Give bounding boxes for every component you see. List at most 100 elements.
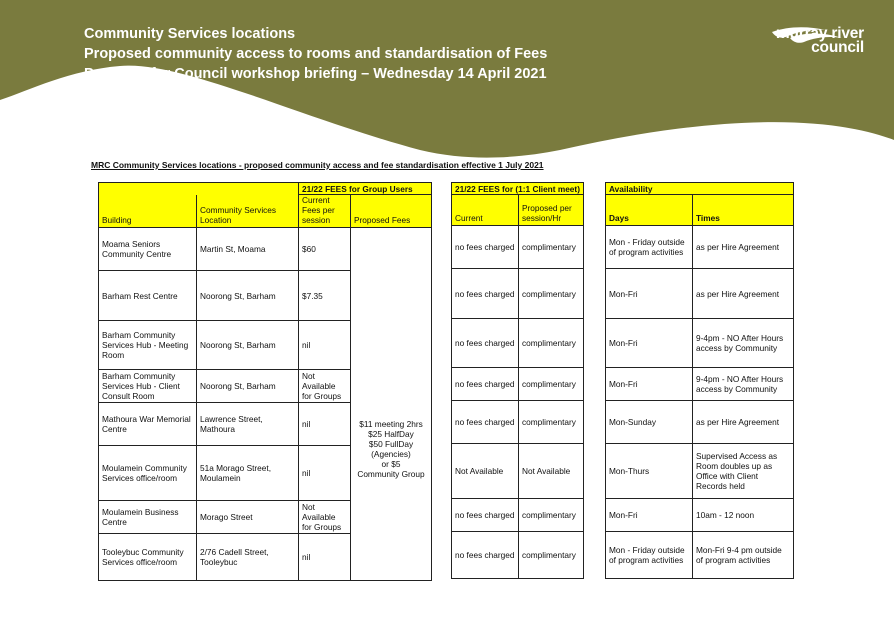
client-proposed-cell: complimentary xyxy=(518,225,584,269)
col-current-fees-header: Current Fees per session xyxy=(298,194,351,228)
building-cell: Moama Seniors Community Centre xyxy=(98,227,197,271)
council-logo: murray river council xyxy=(768,24,864,55)
table-row: Tooleybuc Community Services office/room… xyxy=(98,533,432,581)
times-cell: Mon-Fri 9-4 pm outside of program activi… xyxy=(692,531,794,579)
client-fees-table: 21/22 FEES for (1:1 Client meet) Current… xyxy=(451,182,584,579)
client-current-cell: no fees charged xyxy=(451,367,519,401)
client-proposed-cell: Not Available xyxy=(518,443,584,499)
days-cell: Mon-Thurs xyxy=(605,443,693,499)
client-current-cell: no fees charged xyxy=(451,225,519,269)
table-row: Barham Community Services Hub - Client C… xyxy=(98,369,432,403)
col-client-current-header: Current xyxy=(451,194,519,226)
days-cell: Mon - Friday outside of program activiti… xyxy=(605,225,693,269)
location-cell: 51a Morago Street, Moulamein xyxy=(196,445,299,501)
current-fee-cell: Not Available for Groups xyxy=(298,500,351,534)
client-proposed-cell: complimentary xyxy=(518,318,584,368)
availability-table: Availability Days Times Mon - Friday out… xyxy=(605,182,794,579)
col-location-header: Community Services Location xyxy=(196,194,299,228)
col-client-proposed-header: Proposed per session/Hr xyxy=(518,194,584,226)
title-line-2: Proposed community access to rooms and s… xyxy=(84,46,548,62)
client-fees-header: 21/22 FEES for (1:1 Client meet) xyxy=(451,182,584,195)
client-current-cell: no fees charged xyxy=(451,318,519,368)
table-row: Moulamein Community Services office/room… xyxy=(98,445,432,501)
location-cell: Lawrence Street, Mathoura xyxy=(196,402,299,446)
current-fee-cell: nil xyxy=(298,320,351,370)
table-row: Mon - Friday outside of program activiti… xyxy=(605,531,794,579)
current-fee-cell: nil xyxy=(298,445,351,501)
building-cell: Barham Rest Centre xyxy=(98,270,197,321)
location-cell: Noorong St, Barham xyxy=(196,369,299,403)
banner-titles: Community Services locations Proposed co… xyxy=(84,24,547,84)
header-spacer xyxy=(98,182,299,195)
days-cell: Mon-Fri xyxy=(605,268,693,319)
client-current-cell: no fees charged xyxy=(451,498,519,532)
times-cell: 10am - 12 noon xyxy=(692,498,794,532)
times-cell: as per Hire Agreement xyxy=(692,225,794,269)
client-proposed-cell: complimentary xyxy=(518,367,584,401)
days-cell: Mon-Sunday xyxy=(605,400,693,444)
table-row: Mon - Friday outside of program activiti… xyxy=(605,225,794,269)
col-times-header: Times xyxy=(692,194,794,226)
col-building-header: Building xyxy=(98,194,197,228)
building-cell: Mathoura War Memorial Centre xyxy=(98,402,197,446)
building-cell: Barham Community Services Hub - Meeting … xyxy=(98,320,197,370)
river-swoosh-icon xyxy=(772,27,842,43)
current-fee-cell: $60 xyxy=(298,227,351,271)
col-proposed-fees-header: Proposed Fees xyxy=(350,194,432,228)
client-current-cell: no fees charged xyxy=(451,400,519,444)
location-cell: 2/76 Cadell Street, Tooleybuc xyxy=(196,533,299,581)
location-cell: Morago Street xyxy=(196,500,299,534)
client-current-cell: no fees charged xyxy=(451,531,519,579)
proposed-fees-merged-cell: $11 meeting 2hrs $25 HalfDay $50 FullDay… xyxy=(350,227,432,581)
table-subtitle: MRC Community Services locations - propo… xyxy=(91,160,544,170)
client-current-cell: Not Available xyxy=(451,443,519,499)
table-row: Barham Community Services Hub - Meeting … xyxy=(98,320,432,370)
current-fee-cell: nil xyxy=(298,402,351,446)
building-cell: Moulamein Community Services office/room xyxy=(98,445,197,501)
group-fees-table: 21/22 FEES for Group Users Building Comm… xyxy=(98,182,432,581)
building-cell: Moulamein Business Centre xyxy=(98,500,197,534)
days-cell: Mon-Fri xyxy=(605,498,693,532)
location-cell: Noorong St, Barham xyxy=(196,320,299,370)
times-cell: 9-4pm - NO After Hours access by Communi… xyxy=(692,318,794,368)
current-fee-cell: nil xyxy=(298,533,351,581)
building-cell: Barham Community Services Hub - Client C… xyxy=(98,369,197,403)
client-proposed-cell: complimentary xyxy=(518,268,584,319)
col-days-header: Days xyxy=(605,194,693,226)
availability-rows: Mon - Friday outside of program activiti… xyxy=(605,225,794,579)
title-line-3: Prepared for Council workshop briefing –… xyxy=(84,66,547,82)
days-cell: Mon-Fri xyxy=(605,367,693,401)
client-proposed-cell: complimentary xyxy=(518,400,584,444)
location-cell: Noorong St, Barham xyxy=(196,270,299,321)
logo-line-2: council xyxy=(811,39,864,56)
current-fee-cell: Not Available for Groups xyxy=(298,369,351,403)
banner-wave-shape xyxy=(0,0,894,158)
client-proposed-cell: complimentary xyxy=(518,531,584,579)
times-cell: as per Hire Agreement xyxy=(692,268,794,319)
times-cell: 9-4pm - NO After Hours access by Communi… xyxy=(692,367,794,401)
client-proposed-cell: complimentary xyxy=(518,498,584,532)
times-cell: as per Hire Agreement xyxy=(692,400,794,444)
availability-header: Availability xyxy=(605,182,794,195)
title-line-1: Community Services locations xyxy=(84,26,296,42)
building-cell: Tooleybuc Community Services office/room xyxy=(98,533,197,581)
